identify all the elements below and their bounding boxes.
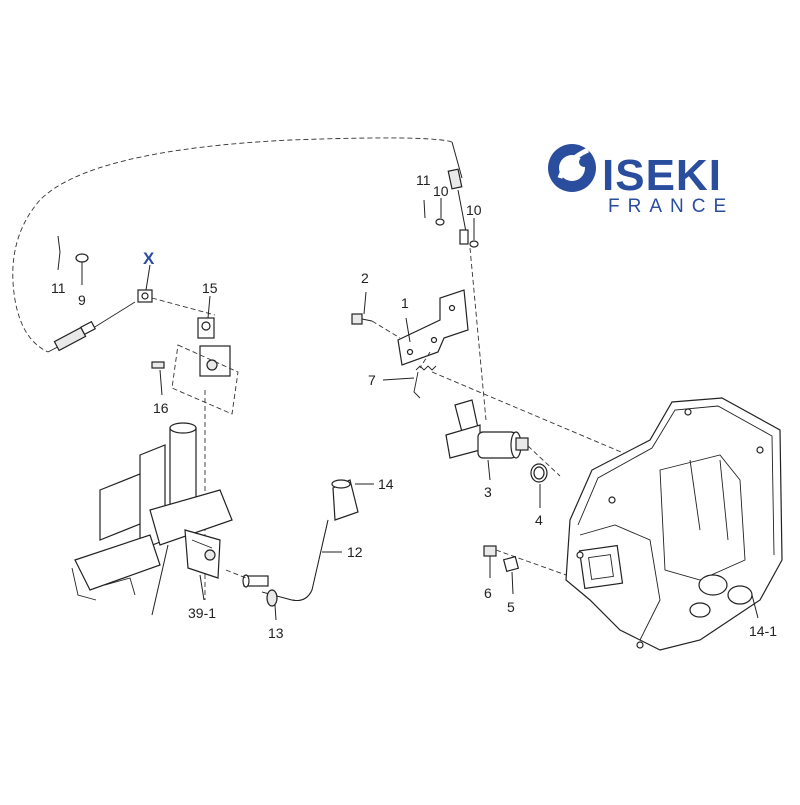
marker-x-part <box>137 264 216 316</box>
brand-logo: ISEKI FRANCE <box>548 144 734 217</box>
callout-14: 14 <box>378 476 394 492</box>
bracket-39-1 <box>184 529 221 601</box>
bracket-1 <box>397 289 469 366</box>
actuator-3 <box>445 399 529 481</box>
transmission-case-14-1 <box>565 397 783 651</box>
bushing-13 <box>225 569 278 621</box>
marker-x: X <box>143 249 155 268</box>
pedal-lever-assembly <box>71 422 233 616</box>
callout-16: 16 <box>153 400 169 416</box>
callout-10-a: 10 <box>433 183 449 199</box>
clip-5 <box>502 555 520 595</box>
spring-7 <box>382 351 437 399</box>
shift-lever-12 <box>261 519 329 601</box>
bolt-6 <box>483 545 581 581</box>
small-parts-top-center <box>423 198 479 248</box>
bolt-2 <box>351 291 401 339</box>
brand-subtitle: FRANCE <box>608 196 734 217</box>
callout-5: 5 <box>507 599 515 615</box>
callout-11-left: 11 <box>51 280 66 296</box>
callout-15: 15 <box>202 280 218 296</box>
cotter-pin-11-left <box>57 235 61 271</box>
callout-13: 13 <box>268 625 284 641</box>
bracket-15 <box>197 295 231 377</box>
callout-9: 9 <box>78 292 86 308</box>
callout-11-right: 11 <box>416 172 431 188</box>
logo-emblem-icon <box>548 144 596 192</box>
callout-39-1: 39-1 <box>188 605 216 621</box>
callout-7: 7 <box>368 372 376 388</box>
knob-14 <box>331 479 374 521</box>
washer-9 <box>75 253 89 285</box>
cable-end-fitting-left <box>53 320 96 352</box>
brand-name: ISEKI <box>602 151 722 200</box>
cable-end-fitting-right <box>447 141 469 245</box>
callout-10-b: 10 <box>466 202 482 218</box>
callout-14-1: 14-1 <box>749 623 777 639</box>
callout-2: 2 <box>361 270 369 286</box>
callout-4: 4 <box>535 512 543 528</box>
callout-12: 12 <box>347 544 363 560</box>
pin-16 <box>151 361 165 396</box>
o-ring-4 <box>527 445 561 508</box>
callout-3: 3 <box>484 484 492 500</box>
callout-1: 1 <box>401 295 409 311</box>
callout-6: 6 <box>484 585 492 601</box>
throttle-cable <box>12 137 453 353</box>
dashed-assembly-box <box>171 344 239 415</box>
